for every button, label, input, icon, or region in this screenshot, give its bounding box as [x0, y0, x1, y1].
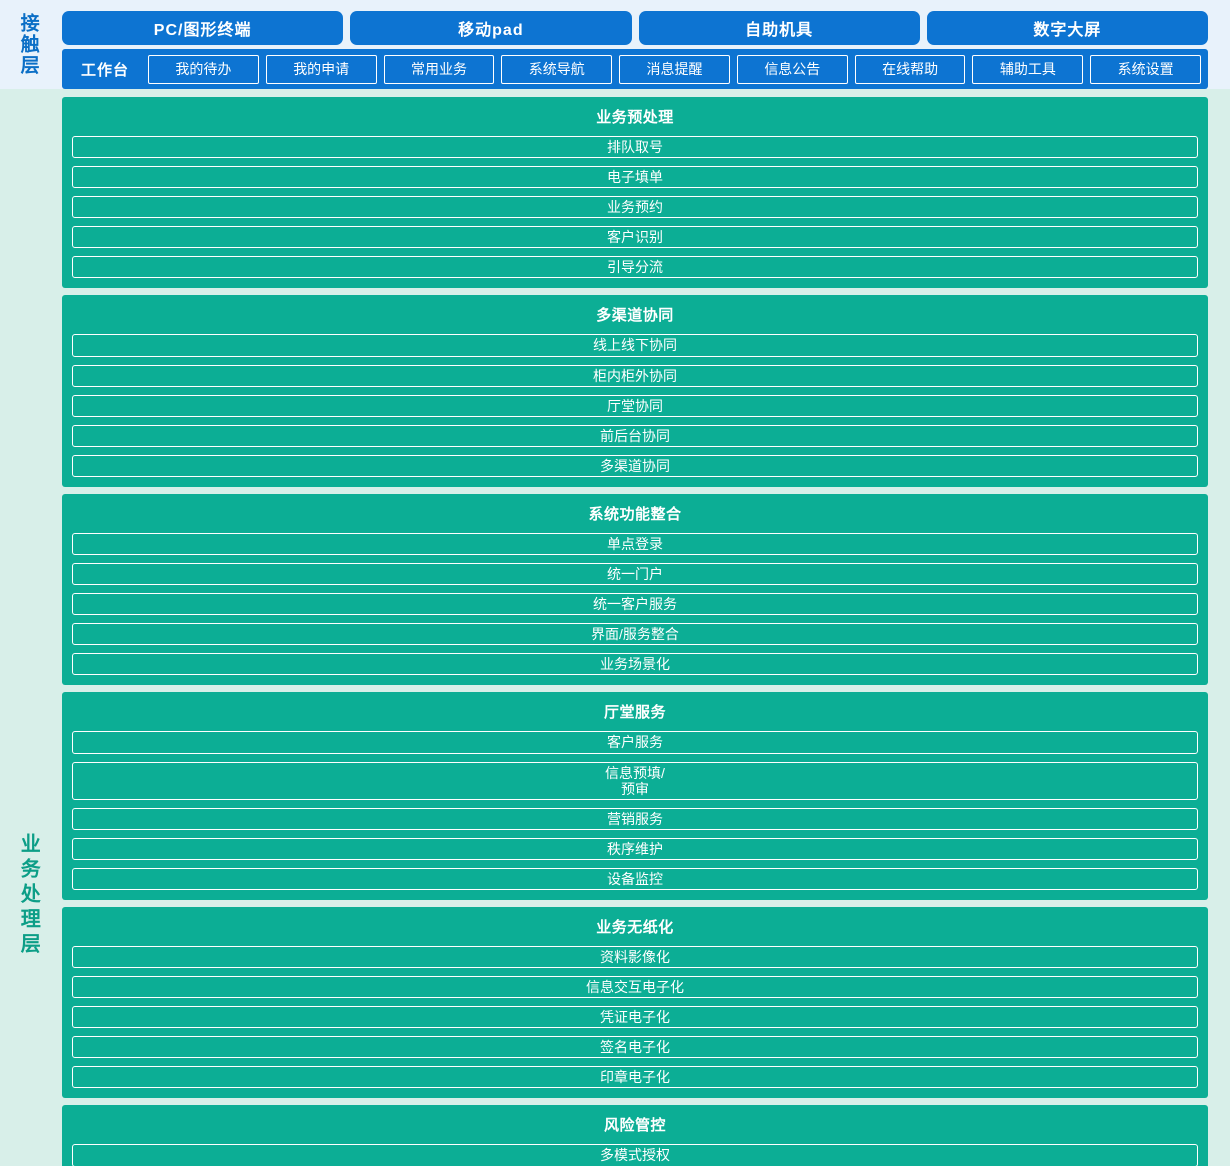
business-item[interactable]: 多模式授权: [72, 1144, 1198, 1166]
channel-card-self-service[interactable]: 自助机具: [638, 11, 920, 45]
business-item[interactable]: 柜内柜外协同: [72, 364, 1198, 387]
business-item[interactable]: 统一门户: [72, 563, 1198, 586]
workbench-item-system-navigation[interactable]: 系统导航: [501, 54, 613, 84]
business-column-risk-control: 风险管控 多模式授权 复核/审批管理 身份核查管理 冠字号管理 名单检查等: [62, 1105, 1208, 1166]
business-item[interactable]: 秩序维护: [72, 837, 1198, 860]
business-item[interactable]: 厅堂协同: [72, 394, 1198, 417]
business-item[interactable]: 凭证电子化: [72, 1006, 1198, 1029]
business-item[interactable]: 信息交互电子化: [72, 976, 1198, 999]
channel-card-pc[interactable]: PC/图形终端: [62, 11, 344, 45]
layer-touch: 接触层 PC/图形终端 移动pad 自助机具 数字大屏 工作台 我的待办 我的申…: [0, 0, 1230, 89]
business-column-pre-processing: 业务预处理 排队取号 电子填单 业务预约 客户识别 引导分流: [62, 97, 1208, 289]
business-item[interactable]: 统一客户服务: [72, 593, 1198, 616]
business-item[interactable]: 印章电子化: [72, 1066, 1198, 1089]
business-item[interactable]: 签名电子化: [72, 1036, 1198, 1059]
layer-business-body: 业务预处理 排队取号 电子填单 业务预约 客户识别 引导分流 多渠道协同 线上线…: [56, 89, 1230, 1166]
workbench-item-my-todo[interactable]: 我的待办: [148, 54, 259, 84]
business-item[interactable]: 设备监控: [72, 867, 1198, 890]
layer-touch-label: 接触层: [17, 13, 39, 76]
channel-card-mobile-pad[interactable]: 移动pad: [350, 11, 632, 45]
business-item[interactable]: 电子填单: [72, 166, 1198, 189]
business-item[interactable]: 界面/服务整合: [72, 623, 1198, 646]
business-item[interactable]: 资料影像化: [72, 945, 1198, 969]
business-column-title: 系统功能整合: [588, 505, 682, 523]
business-column-title: 业务预处理: [596, 109, 674, 126]
business-column-system-integration: 系统功能整合 单点登录 统一门户 统一客户服务 界面/服务整合 业务场景化: [62, 493, 1208, 686]
layer-business-label: 业务处理层: [17, 832, 40, 958]
business-column-paperless: 业务无纸化 资料影像化 信息交互电子化 凭证电子化 签名电子化 印章电子化: [62, 906, 1208, 1099]
business-item[interactable]: 单点登录: [72, 532, 1198, 556]
business-column-title: 厅堂服务: [603, 704, 666, 722]
workbench-title: 工作台: [81, 61, 130, 79]
workbench-item-my-application[interactable]: 我的申请: [265, 54, 377, 84]
business-column-title: 多渠道协同: [596, 307, 674, 325]
workbench-item-online-help[interactable]: 在线帮助: [854, 54, 966, 84]
workbench-item-announcement[interactable]: 信息公告: [736, 54, 848, 84]
business-item[interactable]: 客户服务: [72, 731, 1198, 754]
workbench-item-system-settings[interactable]: 系统设置: [1090, 54, 1202, 84]
workbench-row: 工作台 我的待办 我的申请 常用业务 系统导航 消息提醒 信息公告 在线帮助 辅…: [62, 49, 1208, 89]
layer-business-processing: 业务处理层 业务预处理 排队取号 电子填单 业务预约 客户识别 引导分流 多渠道…: [0, 89, 1230, 1166]
business-item[interactable]: 多渠道协同: [72, 454, 1198, 477]
business-item[interactable]: 线上线下协同: [72, 334, 1198, 357]
business-item[interactable]: 引导分流: [72, 256, 1198, 279]
channel-card-row: PC/图形终端 移动pad 自助机具 数字大屏: [62, 11, 1208, 45]
business-item[interactable]: 排队取号: [72, 136, 1198, 159]
business-item[interactable]: 营销服务: [72, 807, 1198, 830]
workbench-item-aux-tools[interactable]: 辅助工具: [972, 54, 1084, 84]
workbench-item-message-alert[interactable]: 消息提醒: [619, 54, 730, 84]
workbench-item-common-business[interactable]: 常用业务: [383, 54, 495, 84]
business-column-title: 业务无纸化: [596, 918, 674, 936]
business-item[interactable]: 业务预约: [72, 196, 1198, 219]
business-column-multichannel: 多渠道协同 线上线下协同 柜内柜外协同 厅堂协同 前后台协同 多渠道协同: [62, 295, 1208, 487]
business-item[interactable]: 前后台协同: [72, 424, 1198, 447]
business-item[interactable]: 信息预填/ 预审: [72, 761, 1198, 800]
business-item[interactable]: 客户识别: [72, 226, 1198, 249]
business-column-title: 风险管控: [603, 1117, 666, 1135]
business-column-lobby-service: 厅堂服务 客户服务 信息预填/ 预审 营销服务 秩序维护 设备监控: [62, 692, 1208, 900]
channel-card-digital-screen[interactable]: 数字大屏: [926, 11, 1208, 45]
business-item[interactable]: 业务场景化: [72, 653, 1198, 676]
layer-touch-body: PC/图形终端 移动pad 自助机具 数字大屏 工作台 我的待办 我的申请 常用…: [56, 0, 1230, 89]
